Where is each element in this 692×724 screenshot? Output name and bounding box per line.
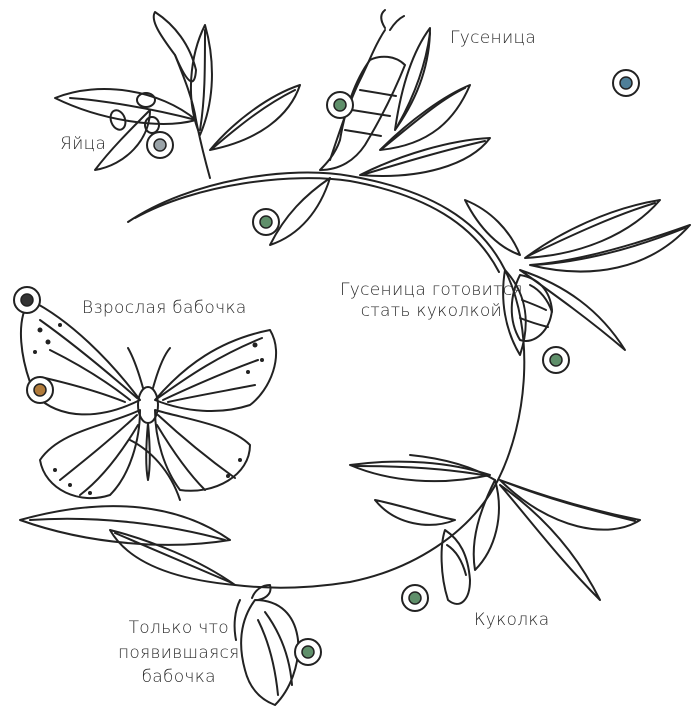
pupa-marker bbox=[402, 585, 428, 611]
vine-stem bbox=[128, 173, 524, 588]
corner-marker bbox=[613, 70, 639, 96]
stem-marker bbox=[253, 209, 279, 235]
label-prepupa-line1: Гусеница готовится bbox=[340, 280, 523, 301]
adult-wing-marker bbox=[14, 287, 40, 313]
eggs-marker bbox=[147, 132, 173, 158]
prepupa-leaves bbox=[465, 200, 690, 355]
emerged-butterfly-drawing bbox=[235, 585, 299, 705]
label-prepupa-line2: стать куколкой bbox=[340, 301, 523, 322]
pupa-leaves bbox=[350, 455, 640, 600]
label-eggs: Яйца bbox=[60, 134, 106, 155]
prepupa-marker bbox=[543, 347, 569, 373]
label-emerged-line3: бабочка bbox=[118, 665, 239, 690]
label-emerged-line1: Только что bbox=[118, 616, 239, 641]
leaf-stem-lower bbox=[270, 178, 330, 245]
label-adult: Взрослая бабочка bbox=[82, 298, 247, 319]
label-emerged: Только что появившаяся бабочка bbox=[118, 616, 239, 690]
label-prepupa: Гусеница готовится стать куколкой bbox=[340, 280, 523, 323]
caterpillar-drawing bbox=[320, 10, 405, 170]
adult-body-marker bbox=[27, 377, 53, 403]
label-pupa: Куколка bbox=[474, 610, 550, 631]
label-emerged-line2: появившаяся bbox=[118, 641, 239, 666]
emerged-marker bbox=[295, 639, 321, 665]
caterpillar-marker bbox=[327, 92, 353, 118]
markers bbox=[14, 70, 639, 665]
bottom-left-leaves bbox=[20, 440, 235, 585]
leaf-top-left bbox=[154, 12, 196, 81]
label-caterpillar: Гусеница bbox=[450, 28, 536, 49]
adult-butterfly bbox=[21, 300, 276, 498]
eggs-leaf bbox=[55, 89, 196, 170]
